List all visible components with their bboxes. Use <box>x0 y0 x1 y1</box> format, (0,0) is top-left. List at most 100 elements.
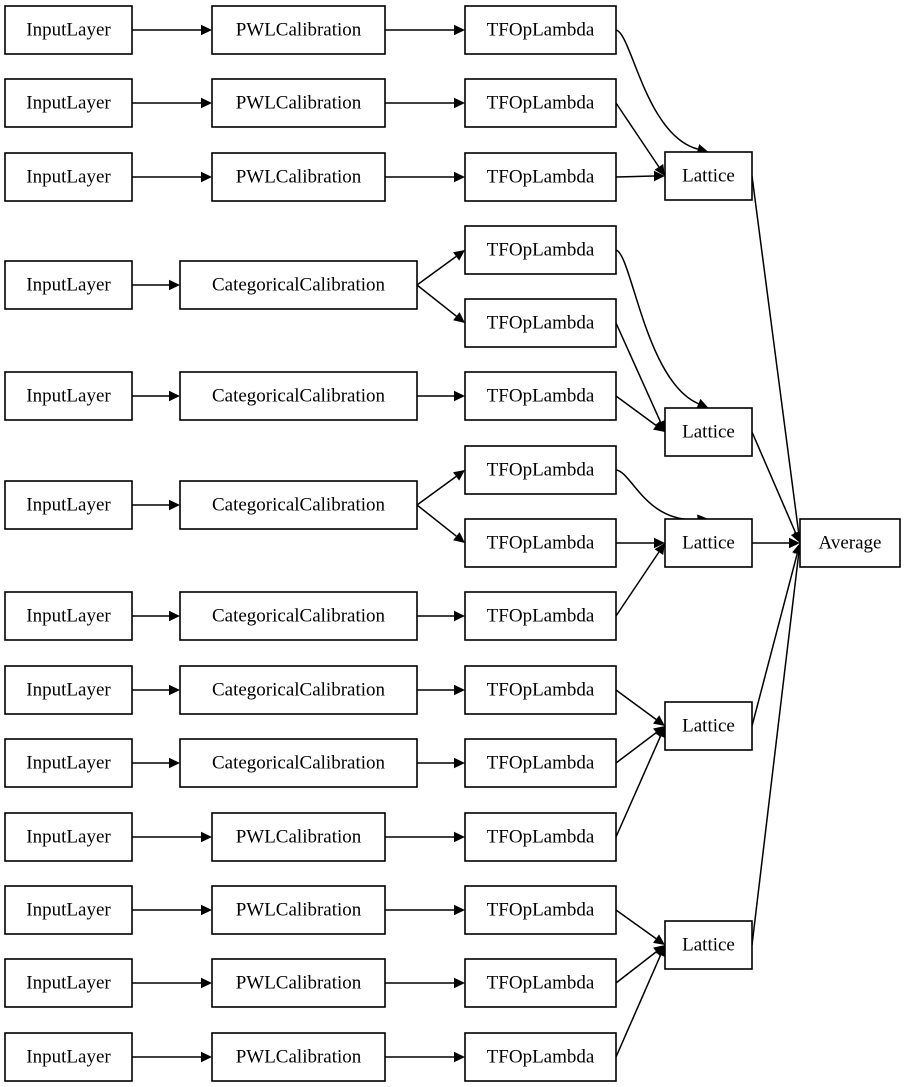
node-lam3-tfop-lambda[interactable]: TFOpLambda <box>464 152 617 202</box>
node-cal11-pwlcalibration[interactable]: PWLCalibration <box>211 885 386 935</box>
node-cal8-categorical-calibration[interactable]: CategoricalCalibration <box>179 665 418 715</box>
node-box[interactable] <box>464 152 617 202</box>
node-box[interactable] <box>4 152 133 202</box>
node-box[interactable] <box>464 371 617 421</box>
node-lam10-tfop-lambda[interactable]: TFOpLambda <box>464 665 617 715</box>
node-box[interactable] <box>211 1032 386 1082</box>
node-box[interactable] <box>464 78 617 128</box>
node-in6-input-layer[interactable]: InputLayer <box>4 480 133 530</box>
node-box[interactable] <box>4 260 133 310</box>
node-cal6-categorical-calibration[interactable]: CategoricalCalibration <box>179 480 418 530</box>
node-in10-input-layer[interactable]: InputLayer <box>4 812 133 862</box>
node-cal2-pwlcalibration[interactable]: PWLCalibration <box>211 78 386 128</box>
edge-pwlcalibration-to-tfop-lambda <box>385 1051 465 1063</box>
node-box[interactable] <box>4 591 133 641</box>
node-in2-input-layer[interactable]: InputLayer <box>4 78 133 128</box>
node-box[interactable] <box>4 885 133 935</box>
node-box[interactable] <box>664 407 753 457</box>
node-cal7-categorical-calibration[interactable]: CategoricalCalibration <box>179 591 418 641</box>
node-box[interactable] <box>4 738 133 788</box>
node-in11-input-layer[interactable]: InputLayer <box>4 885 133 935</box>
node-box[interactable] <box>464 591 617 641</box>
node-box[interactable] <box>4 371 133 421</box>
node-box[interactable] <box>179 260 418 310</box>
node-box[interactable] <box>179 480 418 530</box>
node-lam5-tfop-lambda[interactable]: TFOpLambda <box>464 298 617 348</box>
node-box[interactable] <box>664 518 753 568</box>
node-lat2-lattice[interactable]: Lattice <box>664 407 753 457</box>
node-box[interactable] <box>179 371 418 421</box>
node-box[interactable] <box>464 812 617 862</box>
node-box[interactable] <box>664 920 753 970</box>
node-box[interactable] <box>464 1032 617 1082</box>
node-lat5-lattice[interactable]: Lattice <box>664 920 753 970</box>
node-box[interactable] <box>211 5 386 55</box>
node-box[interactable] <box>464 298 617 348</box>
node-lam1-tfop-lambda[interactable]: TFOpLambda <box>464 5 617 55</box>
node-box[interactable] <box>179 665 418 715</box>
node-cal1-pwlcalibration[interactable]: PWLCalibration <box>211 5 386 55</box>
node-box[interactable] <box>4 958 133 1008</box>
node-in8-input-layer[interactable]: InputLayer <box>4 665 133 715</box>
node-box[interactable] <box>464 225 617 275</box>
node-box[interactable] <box>464 738 617 788</box>
node-cal3-pwlcalibration[interactable]: PWLCalibration <box>211 152 386 202</box>
node-in7-input-layer[interactable]: InputLayer <box>4 591 133 641</box>
node-avg-average[interactable]: Average <box>799 518 901 568</box>
node-lam11-tfop-lambda[interactable]: TFOpLambda <box>464 738 617 788</box>
node-box[interactable] <box>4 78 133 128</box>
node-lam8-tfop-lambda[interactable]: TFOpLambda <box>464 518 617 568</box>
node-cal12-pwlcalibration[interactable]: PWLCalibration <box>211 958 386 1008</box>
node-in5-input-layer[interactable]: InputLayer <box>4 371 133 421</box>
node-box[interactable] <box>464 5 617 55</box>
node-box[interactable] <box>799 518 901 568</box>
node-box[interactable] <box>211 885 386 935</box>
node-lam2-tfop-lambda[interactable]: TFOpLambda <box>464 78 617 128</box>
edge-tfop-lambda-to-lattice <box>615 249 709 409</box>
arrowhead-icon <box>453 250 465 261</box>
node-cal5-categorical-calibration[interactable]: CategoricalCalibration <box>179 371 418 421</box>
node-box[interactable] <box>4 1032 133 1082</box>
node-box[interactable] <box>4 812 133 862</box>
node-cal9-categorical-calibration[interactable]: CategoricalCalibration <box>179 738 418 788</box>
node-box[interactable] <box>4 480 133 530</box>
node-lam14-tfop-lambda[interactable]: TFOpLambda <box>464 958 617 1008</box>
node-box[interactable] <box>211 152 386 202</box>
arrowhead-icon <box>653 934 665 945</box>
node-lam12-tfop-lambda[interactable]: TFOpLambda <box>464 812 617 862</box>
node-box[interactable] <box>179 591 418 641</box>
node-lam7-tfop-lambda[interactable]: TFOpLambda <box>464 445 617 495</box>
node-cal4-categorical-calibration[interactable]: CategoricalCalibration <box>179 260 418 310</box>
node-box[interactable] <box>211 812 386 862</box>
node-lam9-tfop-lambda[interactable]: TFOpLambda <box>464 591 617 641</box>
arrowhead-icon <box>169 610 180 622</box>
node-box[interactable] <box>464 518 617 568</box>
node-lam6-tfop-lambda[interactable]: TFOpLambda <box>464 371 617 421</box>
node-box[interactable] <box>211 958 386 1008</box>
node-lat3-lattice[interactable]: Lattice <box>664 518 753 568</box>
node-box[interactable] <box>4 665 133 715</box>
node-lat1-lattice[interactable]: Lattice <box>664 151 753 201</box>
node-box[interactable] <box>4 5 133 55</box>
node-in3-input-layer[interactable]: InputLayer <box>4 152 133 202</box>
node-box[interactable] <box>464 445 617 495</box>
node-box[interactable] <box>664 701 753 751</box>
node-in4-input-layer[interactable]: InputLayer <box>4 260 133 310</box>
node-box[interactable] <box>464 958 617 1008</box>
node-cal13-pwlcalibration[interactable]: PWLCalibration <box>211 1032 386 1082</box>
node-box[interactable] <box>664 151 753 201</box>
node-in12-input-layer[interactable]: InputLayer <box>4 958 133 1008</box>
node-lam15-tfop-lambda[interactable]: TFOpLambda <box>464 1032 617 1082</box>
node-in1-input-layer[interactable]: InputLayer <box>4 5 133 55</box>
node-lam4-tfop-lambda[interactable]: TFOpLambda <box>464 225 617 275</box>
node-lam13-tfop-lambda[interactable]: TFOpLambda <box>464 885 617 935</box>
node-box[interactable] <box>211 78 386 128</box>
arrowhead-icon <box>454 610 465 622</box>
node-box[interactable] <box>179 738 418 788</box>
node-box[interactable] <box>464 665 617 715</box>
node-in13-input-layer[interactable]: InputLayer <box>4 1032 133 1082</box>
node-in9-input-layer[interactable]: InputLayer <box>4 738 133 788</box>
node-lat4-lattice[interactable]: Lattice <box>664 701 753 751</box>
node-cal10-pwlcalibration[interactable]: PWLCalibration <box>211 812 386 862</box>
node-box[interactable] <box>464 885 617 935</box>
